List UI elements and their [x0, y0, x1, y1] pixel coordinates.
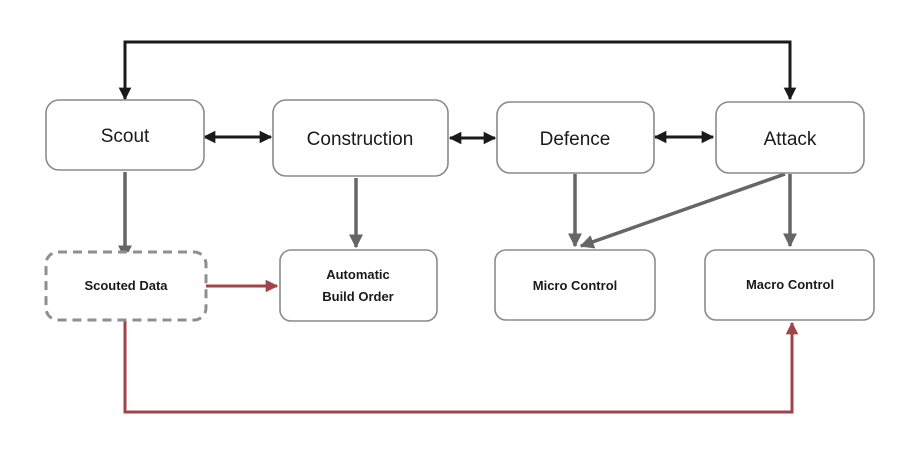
- edge-attack-micro-control: [579, 172, 786, 249]
- node-automatic-build-order: Automatic Build Order: [279, 249, 438, 322]
- node-scout-label: Scout: [101, 126, 150, 147]
- node-defence-label: Defence: [540, 129, 611, 150]
- node-macro-control: Macro Control: [704, 249, 875, 321]
- edges: [118, 40, 799, 414]
- node-macro-control-label: Macro Control: [746, 277, 834, 292]
- edge-attack-scout: [118, 40, 797, 101]
- node-scouted-data: Scouted Data: [44, 250, 208, 322]
- node-micro-control: Micro Control: [494, 249, 656, 321]
- node-scouted-data-label: Scouted Data: [84, 278, 168, 293]
- node-construction: Construction: [272, 99, 449, 177]
- node-scout: Scout: [45, 99, 205, 171]
- node-attack-label: Attack: [764, 129, 817, 150]
- node-attack: Attack: [715, 101, 865, 174]
- edge-scouted-data-macro-control: [123, 318, 799, 414]
- node-construction-label: Construction: [307, 129, 414, 150]
- node-build-order-line2: Build Order: [322, 289, 394, 304]
- node-defence: Defence: [496, 101, 655, 174]
- node-build-order-line1: Automatic: [326, 267, 390, 282]
- node-micro-control-label: Micro Control: [533, 278, 618, 293]
